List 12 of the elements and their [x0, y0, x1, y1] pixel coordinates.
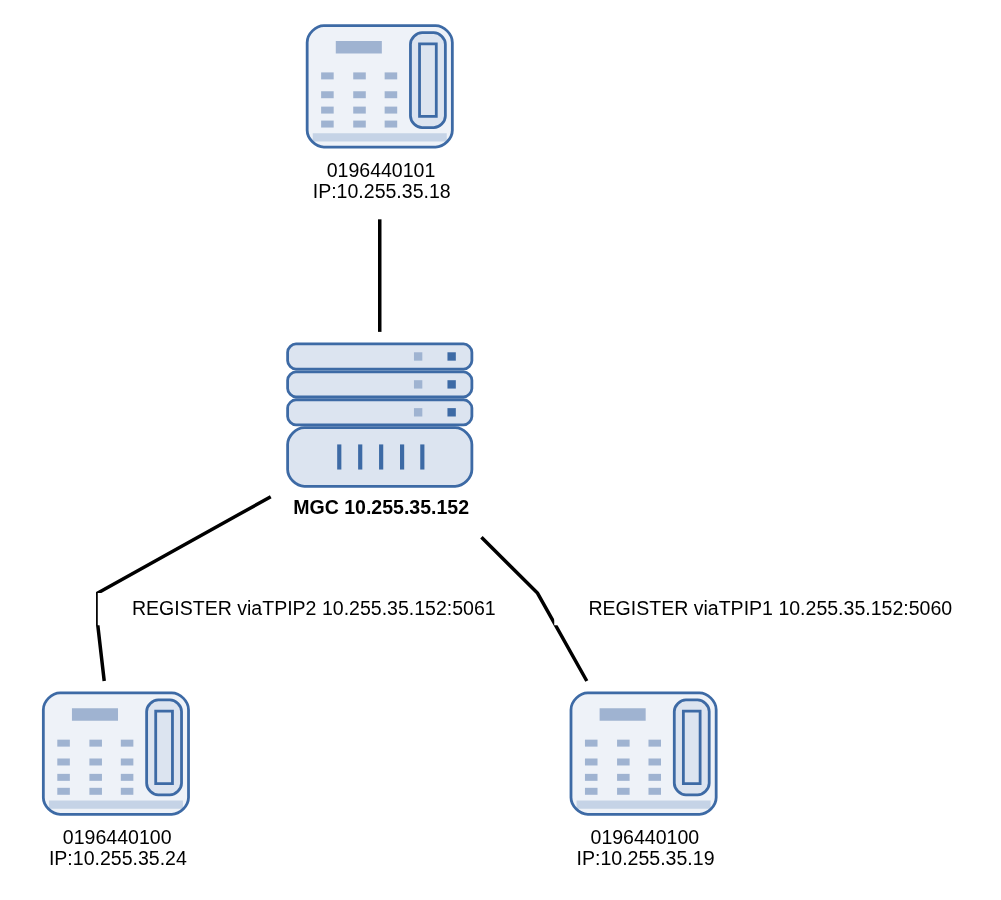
- connector: [378, 219, 382, 332]
- node-label: MGC 10.255.35.152: [293, 496, 470, 519]
- node-label: IP:10.255.35.19: [576, 846, 715, 869]
- connector: [480, 536, 589, 682]
- node-label: 0196440101: [326, 158, 436, 181]
- node-label: 0196440100: [590, 825, 700, 848]
- node-label: 0196440100: [62, 825, 172, 848]
- edge-label: REGISTER viaTPIP1 10.255.35.152:5060: [588, 597, 953, 619]
- edge-label: REGISTER viaTPIP2 10.255.35.152:5061: [131, 597, 496, 619]
- node-label: IP:10.255.35.24: [48, 846, 187, 869]
- connector: [96, 495, 272, 682]
- node-label: IP:10.255.35.18: [312, 179, 451, 202]
